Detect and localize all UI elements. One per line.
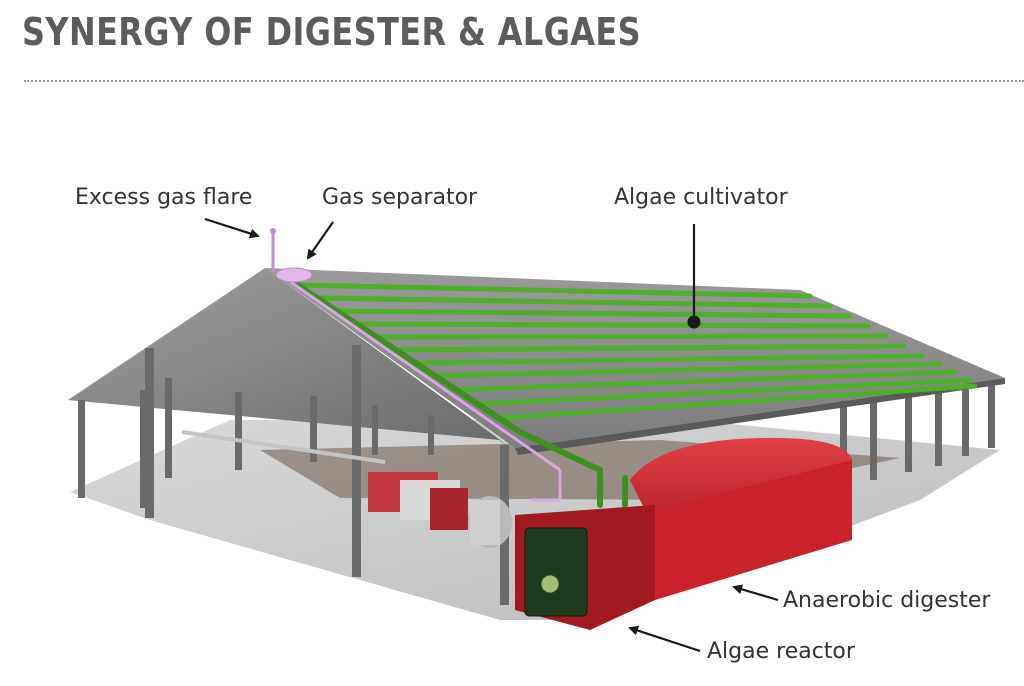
title-divider — [24, 80, 1024, 82]
algae-manifold-pipe — [287, 277, 628, 508]
gas-separator-disc — [275, 267, 313, 283]
arrow-anaerobic-digester — [732, 584, 779, 602]
label-excess-gas-flare: Excess gas flare — [75, 185, 253, 210]
arrow-excess-gas-flare — [204, 217, 260, 239]
algae-tube-rows — [297, 282, 978, 421]
slide-title: SYNERGY OF DIGESTER & ALGAES — [22, 10, 642, 54]
pointer-arrows — [204, 217, 779, 653]
label-algae-reactor: Algae reactor — [707, 639, 855, 664]
interior-machinery — [181, 430, 512, 548]
label-gas-separator: Gas separator — [322, 185, 478, 210]
label-algae-cultivator: Algae cultivator — [614, 185, 788, 210]
roof-left-gable — [68, 268, 510, 448]
algae-cultivator-dot — [687, 315, 701, 329]
arrow-gas-separator — [306, 221, 334, 260]
gas-flare-stack — [270, 228, 276, 272]
label-anaerobic-digester: Anaerobic digester — [783, 588, 991, 613]
arrow-algae-reactor — [628, 625, 701, 653]
algae-reactor — [524, 527, 588, 617]
